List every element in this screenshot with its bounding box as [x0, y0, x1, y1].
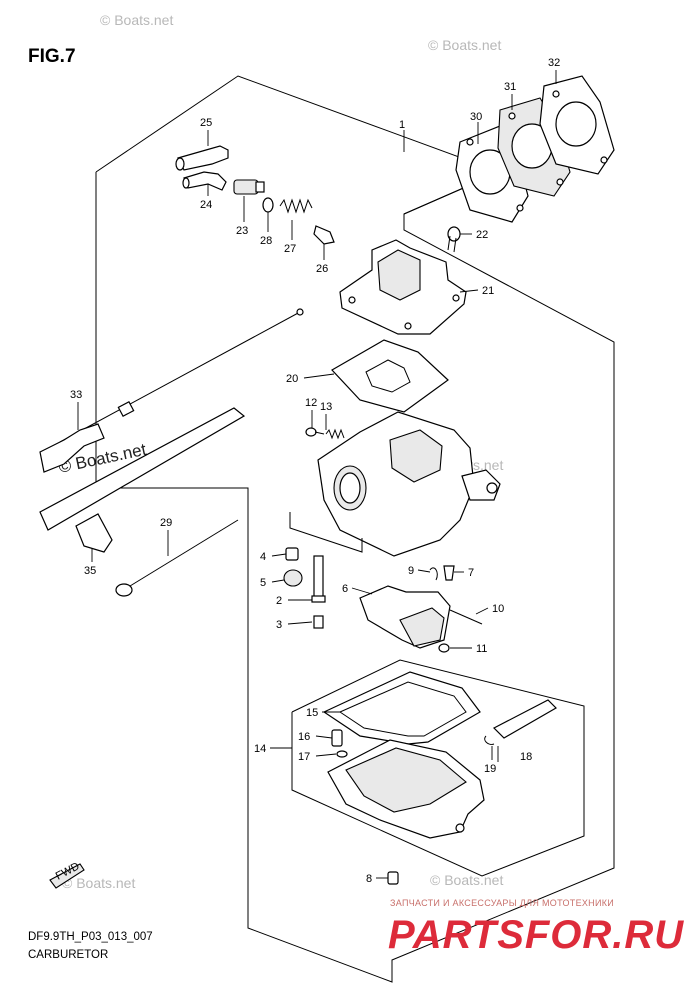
watermark-bottom-left: © Boats.net [62, 875, 135, 891]
callout-23: 23 [236, 225, 248, 237]
float-6 [359, 585, 451, 649]
hose-elbow-25 [175, 145, 229, 171]
rod-29 [115, 519, 239, 597]
screw-8 [387, 871, 399, 885]
leader-lines [77, 70, 557, 879]
gasket-32 [539, 75, 615, 175]
float-chamber-gasket-15 [322, 671, 481, 745]
callout-30: 30 [470, 111, 482, 123]
carburetor-body [317, 411, 501, 557]
callout-15: 15 [306, 707, 318, 719]
callout-10: 10 [492, 603, 504, 615]
callout-26: 26 [316, 263, 328, 275]
callout-labels: 1 25 24 23 28 27 26 22 21 30 31 32 20 12… [70, 57, 560, 885]
brand-tagline: ЗАПЧАСТИ И АКСЕССУАРЫ ДЛЯ МОТОТЕХНИКИ [390, 898, 614, 908]
callout-6: 6 [342, 583, 348, 595]
jet-3 [313, 615, 324, 629]
brand-site: PARTSFOR.RU [388, 913, 684, 957]
watermark-bottom-right: © Boats.net [430, 872, 503, 888]
callout-16: 16 [298, 731, 310, 743]
callout-17: 17 [298, 751, 310, 763]
callout-28: 28 [260, 235, 272, 247]
figure-title: FIG.7 [28, 46, 76, 67]
needle-valve-26 [313, 225, 335, 245]
spring-13 [325, 428, 345, 440]
figure-code: DF9.9TH_P03_013_007 [28, 931, 153, 943]
float-chamber-14 [327, 739, 485, 839]
callout-31: 31 [504, 81, 516, 93]
drain-screw-16 [331, 729, 343, 747]
clip-19 [484, 735, 495, 745]
callout-32: 32 [548, 57, 560, 69]
callout-14: 14 [254, 743, 266, 755]
screw-11 [438, 643, 450, 653]
callout-35: 35 [84, 565, 96, 577]
jet-holder-5 [283, 569, 303, 587]
jet-4 [285, 547, 299, 561]
assembly-frame-lower-box [291, 659, 585, 877]
callout-4: 4 [260, 551, 266, 563]
hose-18 [492, 699, 557, 739]
callout-18: 18 [520, 751, 532, 763]
tube-33 [39, 407, 246, 531]
callout-21: 21 [482, 285, 494, 297]
spring-27 [279, 198, 313, 214]
callout-5: 5 [260, 577, 266, 589]
jet-bracket [289, 512, 363, 553]
callout-19: 19 [484, 763, 496, 775]
callout-2: 2 [276, 595, 282, 607]
callout-20: 20 [286, 373, 298, 385]
carburetor-cover-21 [339, 239, 467, 335]
nozzle-2 [311, 555, 326, 603]
o-ring-17 [336, 750, 348, 758]
callout-9: 9 [408, 565, 414, 577]
screw-12 [305, 427, 325, 437]
callout-25: 25 [200, 117, 212, 129]
watermark-top-right: © Boats.net [428, 37, 501, 53]
callout-1: 1 [399, 119, 405, 131]
callout-33: 33 [70, 389, 82, 401]
callout-29: 29 [160, 517, 172, 529]
fitting-23 [233, 179, 265, 195]
figure-name: CARBURETOR [28, 949, 108, 961]
o-ring-28 [262, 197, 274, 213]
callout-7: 7 [468, 567, 474, 579]
clamp-35 [75, 513, 113, 553]
callout-13: 13 [320, 401, 332, 413]
callout-22: 22 [476, 229, 488, 241]
callout-12: 12 [305, 397, 317, 409]
callout-3: 3 [276, 619, 282, 631]
callout-24: 24 [200, 199, 212, 211]
callout-8: 8 [366, 873, 372, 885]
hose-24 [182, 171, 227, 191]
clip-9 [429, 567, 438, 581]
needle-valve-7 [443, 565, 455, 581]
gasket-20 [331, 339, 449, 413]
cable-33 [39, 308, 304, 473]
callout-11: 11 [476, 643, 487, 655]
watermark-top-left: © Boats.net [100, 12, 173, 28]
callout-27: 27 [284, 243, 296, 255]
float-pin-10 [449, 609, 483, 625]
screw-22 [447, 226, 461, 253]
